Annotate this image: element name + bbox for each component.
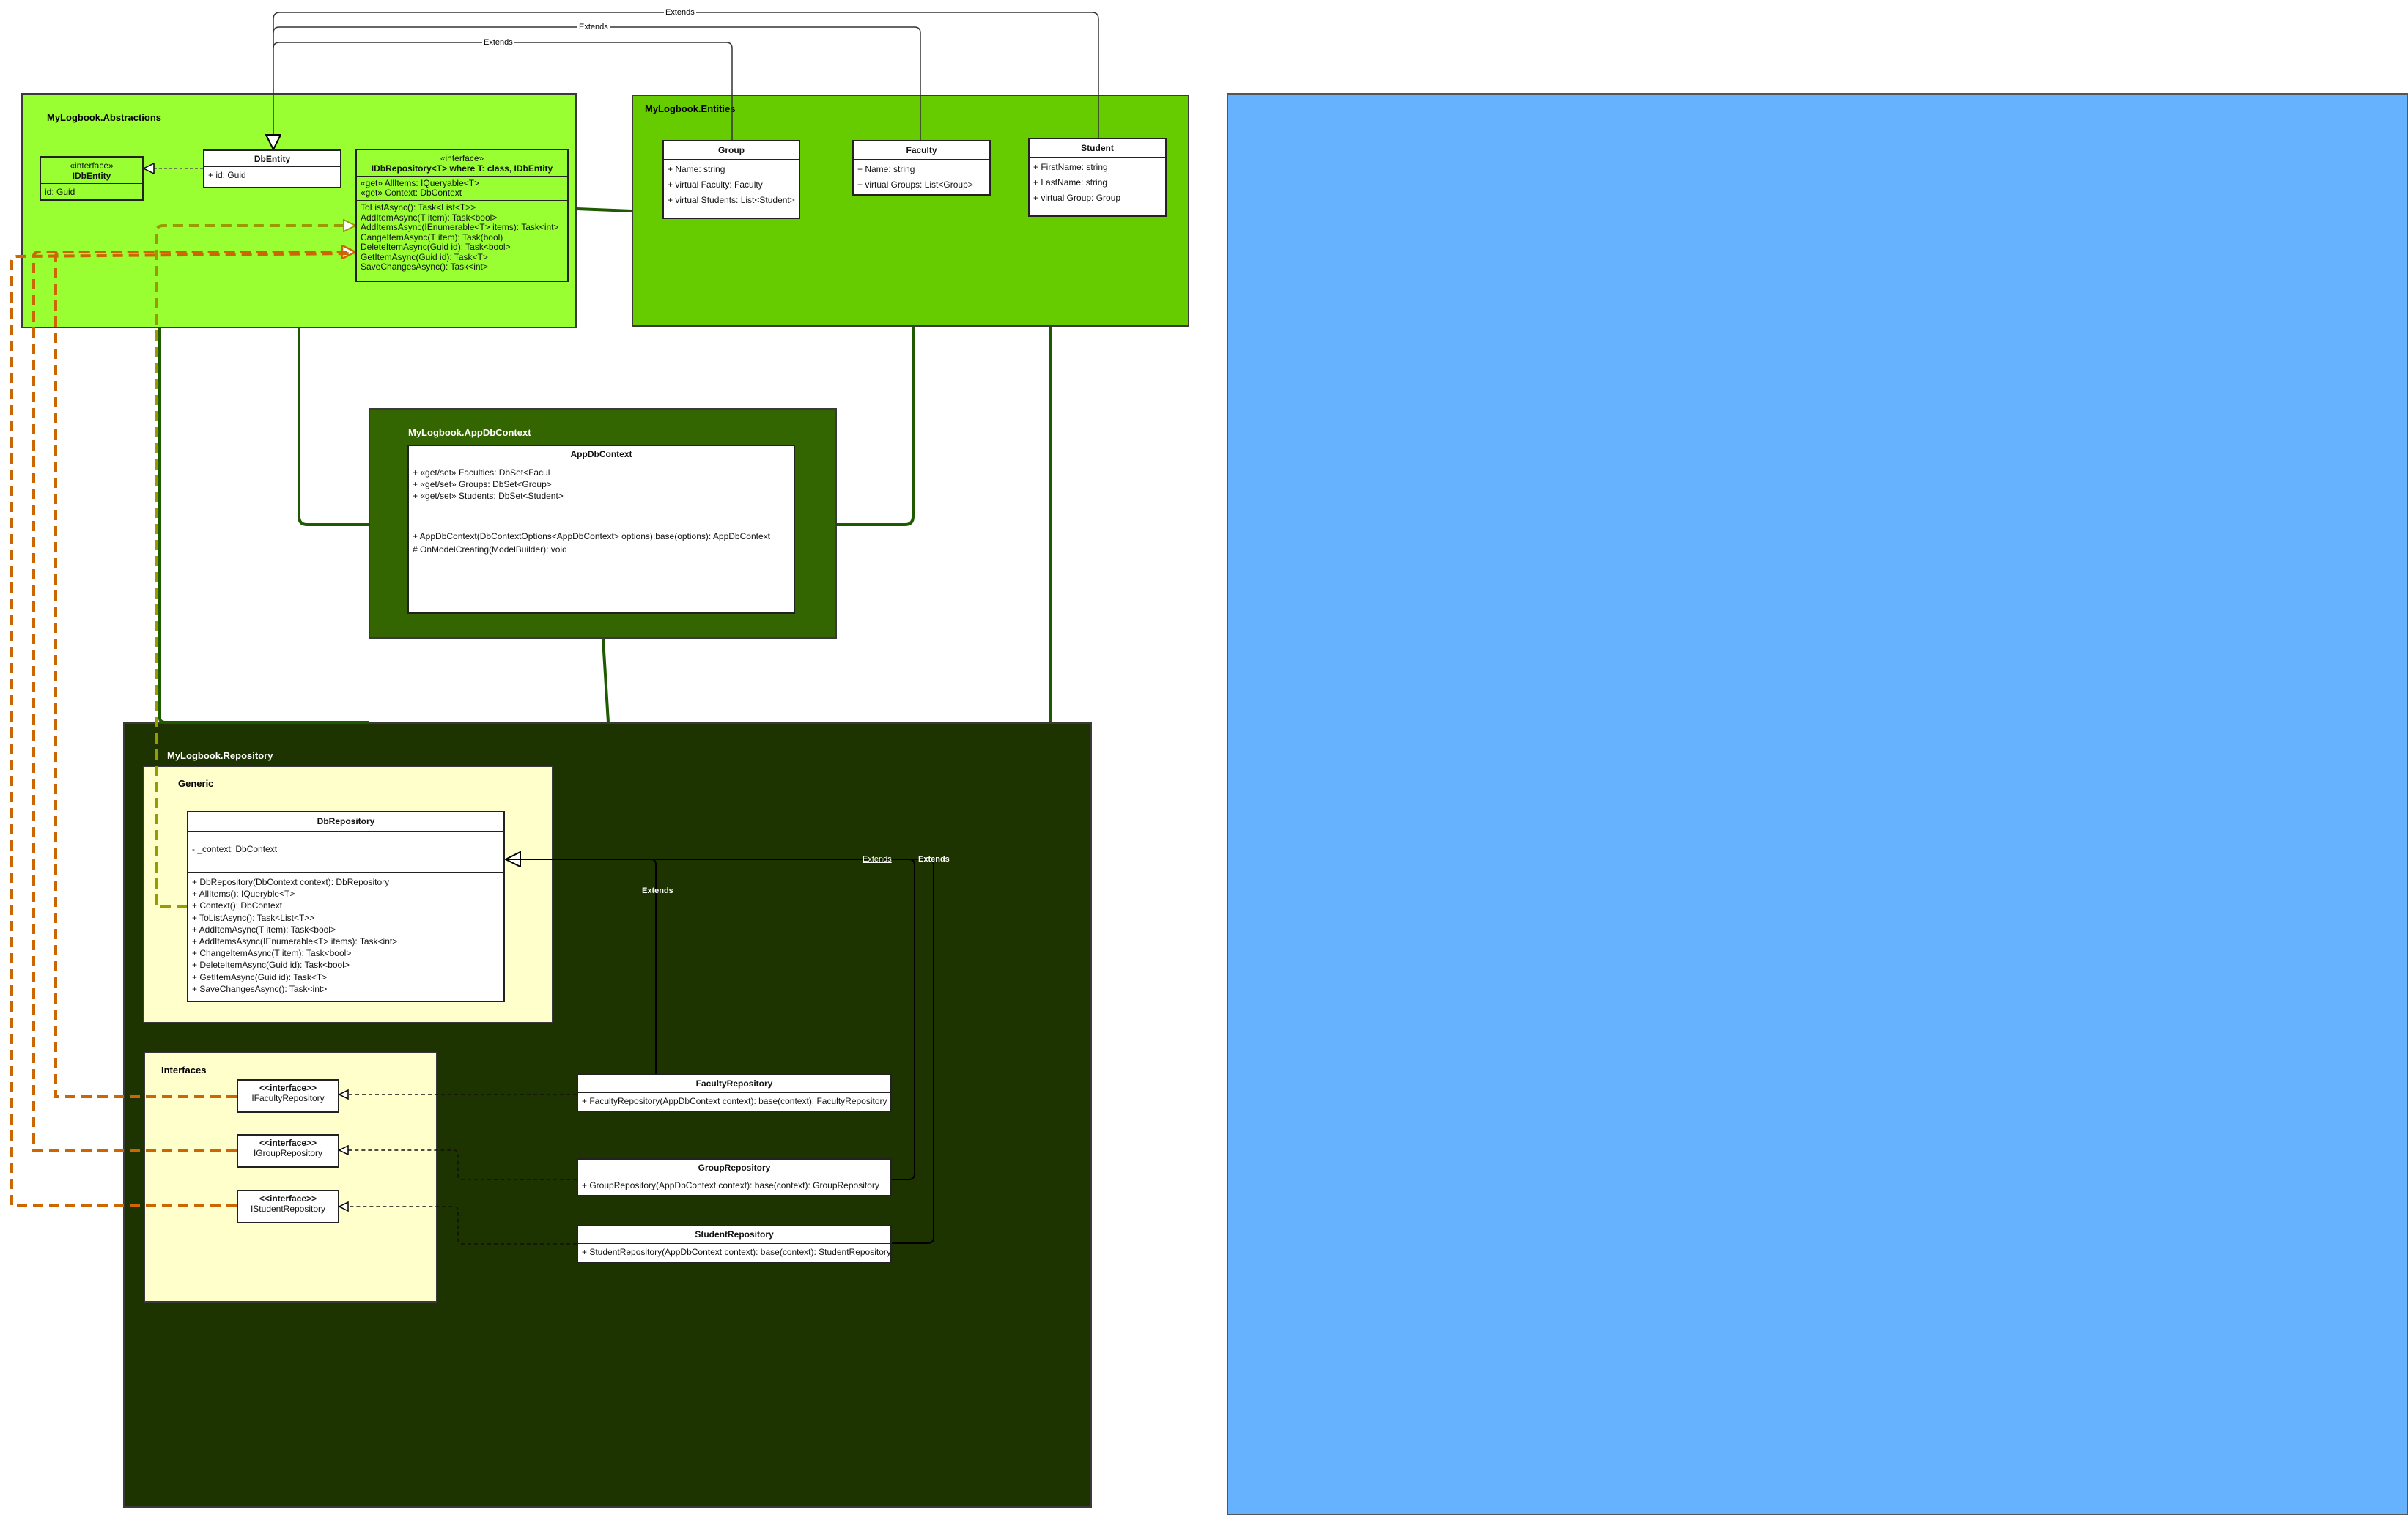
idbrepository-method: GetItemAsync(Guid id): Task<T> <box>361 251 488 262</box>
group-attr: + virtual Students: List<Student> <box>668 195 795 205</box>
repos-extend-dbrepository <box>506 859 934 1244</box>
extends-label-group-repo: Extends <box>863 855 892 864</box>
idbrepository-method: ToListAsync(): Task<List<T>> <box>361 202 476 212</box>
class-appdbcontext[interactable]: AppDbContext + «get/set» Faculties: DbSe… <box>407 445 795 614</box>
idbentity-name: IDbEntity <box>72 171 111 181</box>
package-appdbcontext-title: MyLogbook.AppDbContext <box>408 427 531 438</box>
dbentity-attr: + id: Guid <box>208 170 246 180</box>
class-group[interactable]: Group + Name: string + virtual Faculty: … <box>662 140 800 219</box>
faculty-name: Faculty <box>906 145 937 155</box>
idbentity-stereotype: «interface» <box>70 160 114 171</box>
idbrepository-attr: «get» Context: DbContext <box>361 188 462 198</box>
appdbcontext-method: + AppDbContext(DbContextOptions<AppDbCon… <box>413 531 770 541</box>
interfaces-to-idbrepository-deps <box>10 252 355 1207</box>
idbrepository-stereotype: «interface» <box>440 153 484 163</box>
dbrepository-method: + SaveChangesAsync(): Task<int> <box>192 983 328 994</box>
idbrepository-method: AddItemAsync(T item): Task<bool> <box>361 212 498 223</box>
class-dbentity[interactable]: DbEntity + id: Guid <box>203 149 341 188</box>
student-attr: + virtual Group: Group <box>1033 193 1121 203</box>
igrouprepository-stereotype: <<interface>> <box>259 1138 317 1148</box>
dbrepository-to-idbrepository-dep <box>155 226 355 908</box>
package-links <box>158 207 1052 724</box>
appdbcontext-attr: + «get/set» Students: DbSet<Student> <box>413 491 564 501</box>
extends-label-faculty: Extends <box>577 23 610 32</box>
extends-label-faculty-repo: Extends <box>642 886 673 895</box>
blank-panel <box>1227 93 2408 1515</box>
ifacultyrepository-name: IFacultyRepository <box>251 1093 325 1103</box>
idbentity-attr: id: Guid <box>45 187 75 197</box>
class-ifacultyrepository[interactable]: <<interface>> IFacultyRepository <box>237 1079 339 1113</box>
idbrepository-method: DeleteItemAsync(Guid id): Task<bool> <box>361 242 511 252</box>
extends-label-student: Extends <box>664 8 696 17</box>
class-dbrepository[interactable]: DbRepository - _context: DbContext + DbR… <box>187 811 505 1002</box>
class-idbrepository[interactable]: «interface» IDbRepository<T> where T: cl… <box>355 149 569 282</box>
idbrepository-method: CangeItemAsync(T item): Task(bool) <box>361 231 503 242</box>
dbrepository-name: DbRepository <box>317 816 375 826</box>
group-attr: + virtual Faculty: Faculty <box>668 179 763 190</box>
student-attr: + LastName: string <box>1033 177 1108 188</box>
ifacultyrepository-stereotype: <<interface>> <box>259 1083 317 1093</box>
facultyrepository-method: + FacultyRepository(AppDbContext context… <box>582 1096 887 1106</box>
package-entities-title: MyLogbook.Entities <box>645 103 736 114</box>
class-igrouprepository[interactable]: <<interface>> IGroupRepository <box>237 1134 339 1168</box>
extends-label-student-repo: Extends <box>918 855 950 864</box>
idbrepository-method: AddItemsAsync(IEnumerable<T> items): Tas… <box>361 222 559 232</box>
appdbcontext-attr: + «get/set» Groups: DbSet<Group> <box>413 479 552 489</box>
package-interfaces-title: Interfaces <box>161 1064 207 1075</box>
group-name: Group <box>718 145 745 155</box>
dbrepository-method: + DbRepository(DbContext context): DbRep… <box>192 877 390 887</box>
dbrepository-method: + DeleteItemAsync(Guid id): Task<bool> <box>192 960 350 971</box>
class-istudentrepository[interactable]: <<interface>> IStudentRepository <box>237 1190 339 1223</box>
grouprepository-name: GroupRepository <box>698 1163 771 1173</box>
dbrepository-attr: - _context: DbContext <box>192 844 278 854</box>
class-studentrepository[interactable]: StudentRepository + StudentRepository(Ap… <box>577 1225 892 1263</box>
class-idbentity[interactable]: «interface» IDbEntity id: Guid <box>40 156 144 201</box>
facultyrepository-name: FacultyRepository <box>695 1078 773 1089</box>
package-abstractions-title: MyLogbook.Abstractions <box>47 112 162 123</box>
class-student[interactable]: Student + FirstName: string + LastName: … <box>1028 138 1167 217</box>
idbrepository-attr: «get» AllItems: IQueryable<T> <box>361 178 480 188</box>
student-name: Student <box>1081 143 1114 153</box>
dbrepository-method: + AllItems(): IQueryble<T> <box>192 889 295 900</box>
extends-label-group: Extends <box>482 38 514 47</box>
class-faculty[interactable]: Faculty + Name: string + virtual Groups:… <box>852 140 991 196</box>
istudentrepository-name: IStudentRepository <box>250 1204 326 1214</box>
package-generic-title: Generic <box>178 778 214 789</box>
faculty-attr: + Name: string <box>857 164 915 174</box>
extends-lines-top <box>273 12 1099 149</box>
dbrepository-method: + ToListAsync(): Task<List<T>> <box>192 912 315 923</box>
appdbcontext-method: # OnModelCreating(ModelBuilder): void <box>413 544 567 555</box>
dbrepository-method: + AddItemsAsync(IEnumerable<T> items): T… <box>192 936 398 947</box>
package-repository-title: MyLogbook.Repository <box>167 750 273 761</box>
igrouprepository-name: IGroupRepository <box>253 1148 323 1158</box>
dbrepository-method: + GetItemAsync(Guid id): Task<T> <box>192 971 328 982</box>
appdbcontext-name: AppDbContext <box>570 449 632 459</box>
dbrepository-method: + Context(): DbContext <box>192 900 283 911</box>
istudentrepository-stereotype: <<interface>> <box>259 1193 317 1204</box>
group-attr: + Name: string <box>668 164 725 174</box>
idbrepository-name: IDbRepository<T> where T: class, IDbEnti… <box>371 163 553 174</box>
student-attr: + FirstName: string <box>1033 162 1108 172</box>
appdbcontext-attr: + «get/set» Faculties: DbSet<Facul <box>413 467 550 478</box>
idbrepository-method: SaveChangesAsync(): Task<int> <box>361 262 488 272</box>
dbrepository-method: + ChangeItemAsync(T item): Task<bool> <box>192 948 352 959</box>
repos-realize-interfaces <box>339 1094 577 1245</box>
class-grouprepository[interactable]: GroupRepository + GroupRepository(AppDbC… <box>577 1158 892 1196</box>
grouprepository-method: + GroupRepository(AppDbContext context):… <box>582 1180 879 1190</box>
faculty-attr: + virtual Groups: List<Group> <box>857 179 973 190</box>
dbrepository-method: + AddItemAsync(T item): Task<bool> <box>192 924 336 935</box>
studentrepository-method: + StudentRepository(AppDbContext context… <box>582 1247 891 1257</box>
dbentity-name: DbEntity <box>254 154 291 164</box>
class-facultyrepository[interactable]: FacultyRepository + FacultyRepository(Ap… <box>577 1074 892 1112</box>
studentrepository-name: StudentRepository <box>695 1229 774 1240</box>
